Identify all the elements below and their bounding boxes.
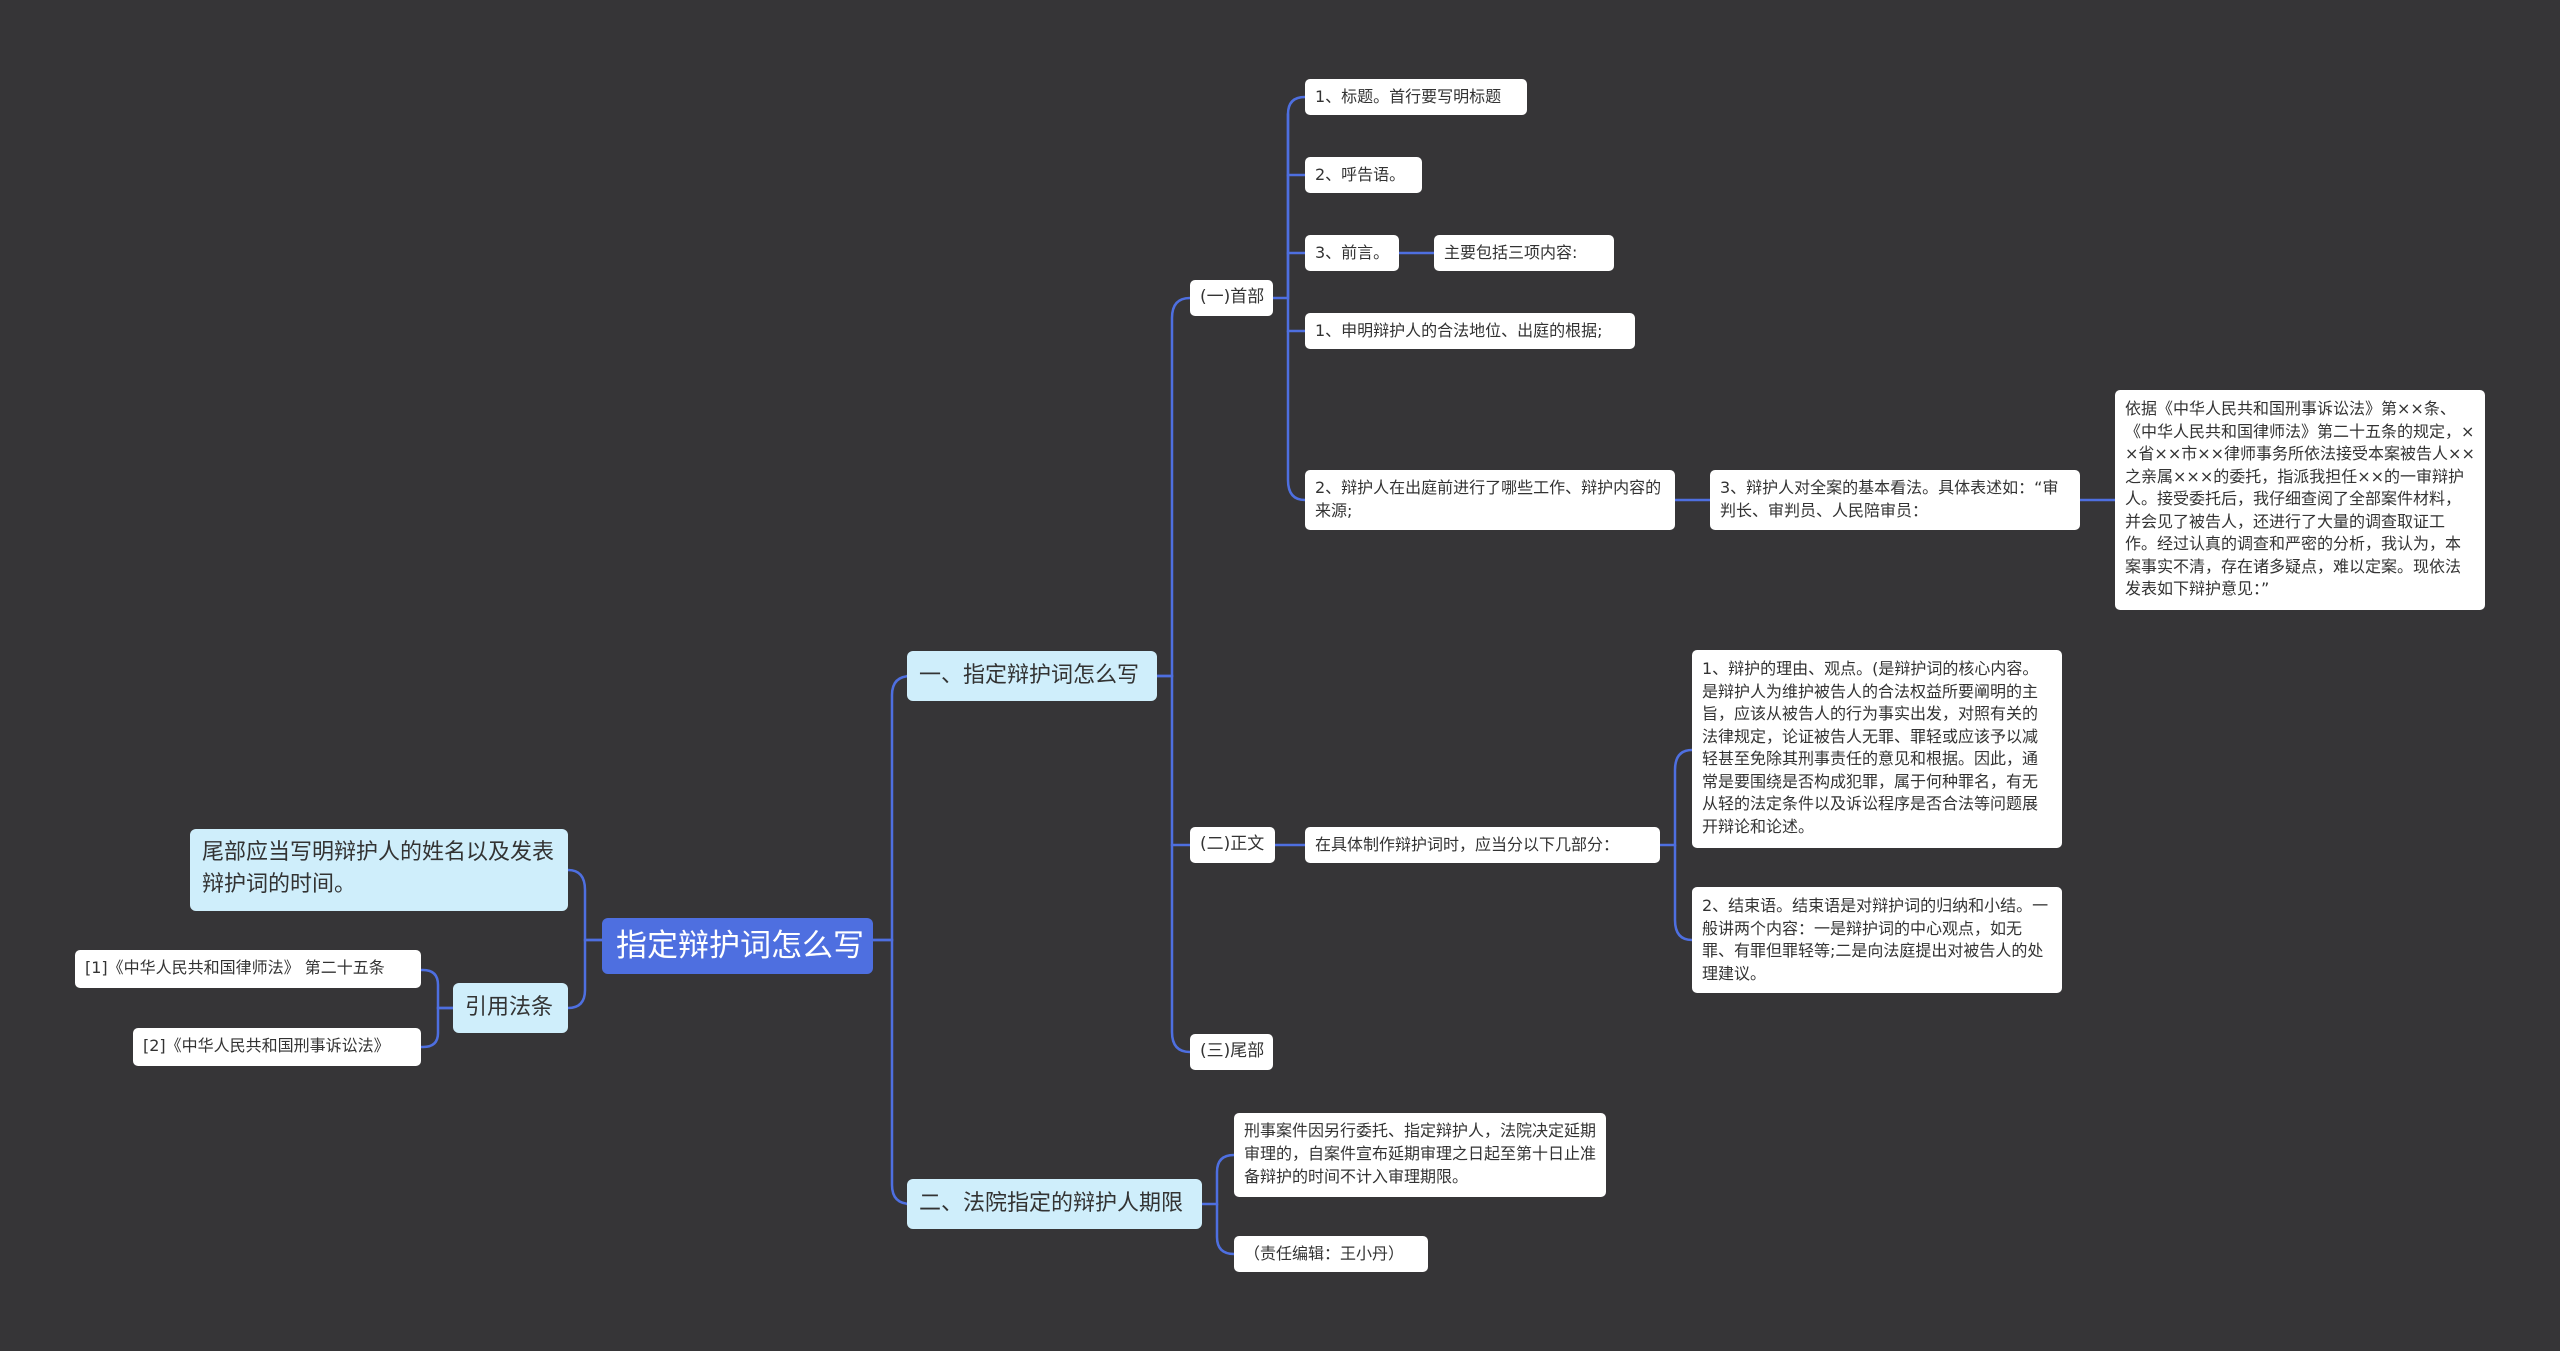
head-item-preface-sub[interactable]: 主要包括三项内容: xyxy=(1434,235,1614,271)
branch-tail-note[interactable]: 尾部应当写明辩护人的姓名以及发表辩护词的时间。 xyxy=(190,829,568,911)
body-reasons[interactable]: 1、辩护的理由、观点。(是辩护词的核心内容。是辩护人为维护被告人的合法权益所要阐… xyxy=(1692,650,2062,848)
branch-time-limit[interactable]: 二、法院指定的辩护人期限 xyxy=(907,1179,1202,1229)
head-item-legal-basis[interactable]: 1、申明辩护人的合法地位、出庭的根据; xyxy=(1305,313,1635,349)
section-head[interactable]: (一)首部 xyxy=(1190,280,1273,316)
head-item-salutation[interactable]: 2、呼告语。 xyxy=(1305,157,1422,193)
body-intro[interactable]: 在具体制作辩护词时，应当分以下几部分： xyxy=(1305,827,1660,863)
section-tail[interactable]: (三)尾部 xyxy=(1190,1034,1273,1070)
head-item-preface[interactable]: 3、前言。 xyxy=(1305,235,1399,271)
head-item-example[interactable]: 依据《中华人民共和国刑事诉讼法》第××条、《中华人民共和国律师法》第二十五条的规… xyxy=(2115,390,2485,610)
root-topic[interactable]: 指定辩护词怎么写 xyxy=(602,918,873,974)
body-conclusion[interactable]: 2、结束语。结束语是对辩护词的归纳和小结。一般讲两个内容：一是辩护词的中心观点，… xyxy=(1692,887,2062,993)
time-limit-rule[interactable]: 刑事案件因另行委托、指定辩护人，法院决定延期审理的，自案件宣布延期审理之日起至第… xyxy=(1234,1113,1606,1197)
head-item-view[interactable]: 3、辩护人对全案的基本看法。具体表述如：“审判长、审判员、人民陪审员： xyxy=(1710,470,2080,530)
branch-citations[interactable]: 引用法条 xyxy=(453,983,568,1033)
editor-credit[interactable]: （责任编辑：王小丹） xyxy=(1234,1236,1428,1272)
citation-item-2[interactable]: [2]《中华人民共和国刑事诉讼法》 xyxy=(133,1028,421,1066)
section-body[interactable]: (二)正文 xyxy=(1190,827,1275,863)
branch-how-to-write[interactable]: 一、指定辩护词怎么写 xyxy=(907,651,1157,701)
head-item-title[interactable]: 1、标题。首行要写明标题 xyxy=(1305,79,1527,115)
head-item-work-done[interactable]: 2、辩护人在出庭前进行了哪些工作、辩护内容的来源; xyxy=(1305,470,1675,530)
citation-item-1[interactable]: [1]《中华人民共和国律师法》 第二十五条 xyxy=(75,950,421,988)
